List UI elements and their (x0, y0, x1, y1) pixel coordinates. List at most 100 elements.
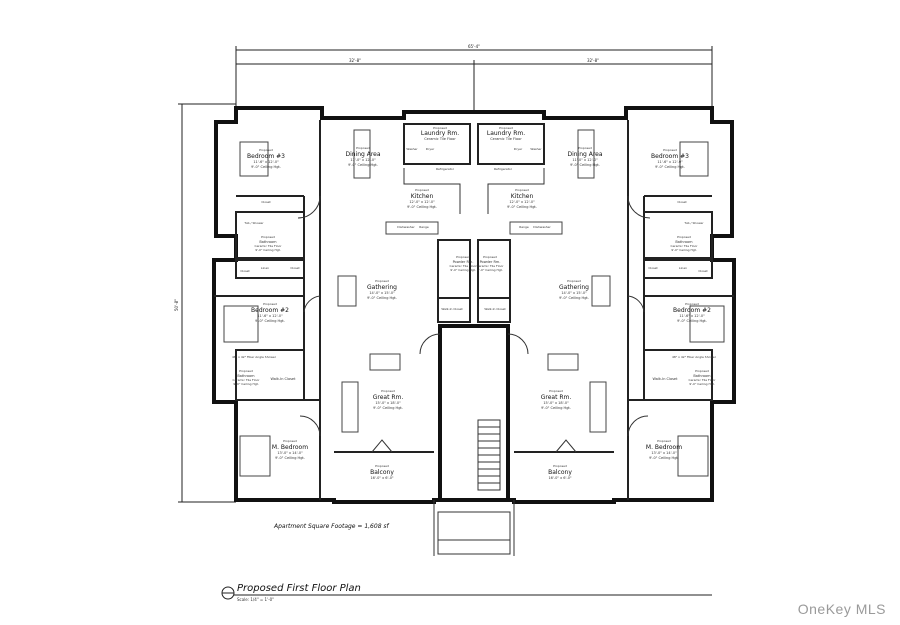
svg-text:Dryer: Dryer (426, 147, 435, 151)
right-width-dim: 32'-8" (587, 58, 599, 63)
svg-text:Balcony: Balcony (370, 469, 394, 476)
room-walk-in-closet-left: Walk-In Closet (271, 377, 297, 381)
svg-text:9'-0" Ceiling Hgt.: 9'-0" Ceiling Hgt. (559, 296, 589, 300)
room-bedroom-2-right: Proposed Bedroom #2 11'-6" x 12'-0" 9'-0… (673, 302, 711, 323)
svg-text:9'-0" Ceiling Hgt.: 9'-0" Ceiling Hgt. (255, 248, 281, 252)
stairs (477, 419, 501, 491)
svg-text:Walk-In Closet: Walk-In Closet (653, 377, 679, 381)
svg-text:9'-0" Ceiling Hgt.: 9'-0" Ceiling Hgt. (367, 296, 397, 300)
room-bathroom-upper-left: Proposed Bathroom Ceramic Tile Floor 9'-… (254, 235, 282, 252)
closet-labels-right: Closet Closet Linen Closet Walk-In Close… (484, 200, 708, 311)
svg-text:Bathroom: Bathroom (259, 240, 277, 244)
title-block: Proposed First Floor Plan Scale: 1/4" = … (221, 583, 712, 602)
svg-text:Proposed: Proposed (549, 389, 563, 393)
svg-text:Proposed: Proposed (263, 302, 277, 306)
room-gathering-left: Proposed Gathering 14'-0" x 15'-0" 9'-0"… (367, 279, 397, 300)
svg-text:14'-0" x 15'-0": 14'-0" x 15'-0" (369, 291, 395, 295)
fixture-labels-right: Tub / Shower 48" x 42" Fiber Angle Showe… (672, 221, 717, 359)
svg-text:Proposed: Proposed (695, 369, 709, 373)
svg-text:Refrigerator: Refrigerator (436, 167, 455, 171)
fixture-labels-left: Tub / Shower 48" x 42" Fiber Angle Showe… (232, 221, 277, 359)
svg-text:9'-0" Ceiling Hgt.: 9'-0" Ceiling Hgt. (570, 163, 600, 167)
svg-text:9'-0" Ceiling Hgt.: 9'-0" Ceiling Hgt. (373, 406, 403, 410)
svg-text:Closet: Closet (698, 269, 708, 273)
room-kitchen-right: Proposed Kitchen 12'-0" x 12'-0" 9'-0" C… (507, 188, 537, 209)
svg-text:11'-6" x 12'-0": 11'-6" x 12'-0" (679, 314, 705, 318)
svg-text:Proposed: Proposed (356, 146, 370, 150)
svg-text:Bathroom: Bathroom (675, 240, 693, 244)
svg-text:9'-0" Ceiling Hgt.: 9'-0" Ceiling Hgt. (233, 382, 259, 386)
svg-text:Bedroom #2: Bedroom #2 (673, 307, 711, 314)
svg-text:Bedroom #3: Bedroom #3 (651, 153, 689, 160)
svg-text:16'-0" x 6'-0": 16'-0" x 6'-0" (548, 476, 571, 480)
svg-text:48" x 42" Fiber Angle Shower: 48" x 42" Fiber Angle Shower (672, 355, 717, 359)
svg-text:Proposed: Proposed (499, 126, 513, 130)
svg-text:Washer: Washer (406, 147, 418, 151)
svg-text:Range: Range (519, 225, 529, 229)
svg-text:Ceramic Tile Floor: Ceramic Tile Floor (449, 264, 477, 268)
svg-text:11'-6" x 12'-0": 11'-6" x 12'-0" (657, 160, 683, 164)
room-dining-area-right: Proposed Dining Area 11'-0" x 12'-0" 9'-… (567, 146, 602, 167)
svg-text:9'-0" Ceiling Hgt.: 9'-0" Ceiling Hgt. (251, 165, 281, 169)
svg-text:Proposed: Proposed (375, 464, 389, 468)
svg-text:Linen: Linen (261, 266, 269, 270)
svg-text:Closet: Closet (261, 200, 271, 204)
svg-text:Proposed: Proposed (456, 255, 470, 259)
svg-text:Proposed: Proposed (283, 439, 297, 443)
square-footage-note: Apartment Square Footage = 1,608 sf (273, 523, 390, 530)
plan-title: Proposed First Floor Plan (237, 583, 361, 594)
svg-text:9'-0" Ceiling Hgt.: 9'-0" Ceiling Hgt. (655, 165, 685, 169)
svg-text:Tub / Shower: Tub / Shower (683, 221, 704, 225)
svg-text:Closet: Closet (648, 266, 658, 270)
room-gathering-right: Proposed Gathering 14'-0" x 15'-0" 9'-0"… (559, 279, 589, 300)
overall-depth-dim: 50'-8" (174, 299, 179, 311)
svg-text:Dishwasher: Dishwasher (397, 225, 415, 229)
svg-text:Range: Range (419, 225, 429, 229)
svg-text:Closet: Closet (240, 269, 250, 273)
room-great-rm-left: Proposed Great Rm. 15'-0" x 18'-0" 9'-0"… (373, 389, 404, 410)
svg-text:Dining Area: Dining Area (345, 151, 380, 158)
svg-text:Closet: Closet (290, 266, 300, 270)
svg-text:Ceramic Tile Floor: Ceramic Tile Floor (688, 378, 716, 382)
svg-text:Proposed: Proposed (259, 148, 273, 152)
svg-text:Walk-In Closet: Walk-In Closet (441, 307, 463, 311)
svg-text:11'-0" x 12'-0": 11'-0" x 12'-0" (350, 158, 376, 162)
right-unit-rooms: Proposed Bedroom #3 11'-6" x 12'-0" 9'-0… (476, 126, 716, 480)
svg-text:48" x 42" Fiber Angle Shower: 48" x 42" Fiber Angle Shower (232, 355, 277, 359)
room-bedroom-3-left: Proposed Bedroom #3 11'-6" x 12'-0" 9'-0… (247, 148, 285, 169)
svg-text:15'-0" x 18'-0": 15'-0" x 18'-0" (375, 401, 401, 405)
svg-text:Proposed: Proposed (433, 126, 447, 130)
dimension-lines: 65'-4" 32'-8" 32'-8" 50'-8" (174, 44, 713, 503)
svg-text:9'-0" Ceiling Hgt.: 9'-0" Ceiling Hgt. (255, 319, 285, 323)
appliance-labels-left: Washer Dryer Refrigerator Dishwasher Ran… (397, 147, 454, 229)
closet-labels-left: Closet Closet Linen Closet Walk-In Close… (240, 200, 463, 311)
svg-text:Proposed: Proposed (567, 279, 581, 283)
svg-text:9'-0" Ceiling Hgt.: 9'-0" Ceiling Hgt. (450, 268, 476, 272)
svg-text:Proposed: Proposed (381, 389, 395, 393)
room-bathroom-upper-right: Proposed Bathroom Ceramic Tile Floor 9'-… (670, 235, 698, 252)
room-bedroom-2-left: Proposed Bedroom #2 11'-6" x 12'-0" 9'-0… (251, 302, 289, 323)
svg-text:Ceramic Tile Floor: Ceramic Tile Floor (476, 264, 504, 268)
svg-text:11'-0" x 12'-0": 11'-0" x 12'-0" (572, 158, 598, 162)
svg-text:9'-0" Ceiling Hgt.: 9'-0" Ceiling Hgt. (275, 456, 305, 460)
svg-text:9'-0" Ceiling Hgt.: 9'-0" Ceiling Hgt. (649, 456, 679, 460)
svg-text:Closet: Closet (677, 200, 687, 204)
watermark: OneKey MLS (797, 601, 886, 617)
svg-text:Ceramic Tile Floor: Ceramic Tile Floor (490, 137, 522, 141)
svg-text:Proposed: Proposed (515, 188, 529, 192)
room-master-bedroom-left: Proposed M. Bedroom 13'-0" x 14'-0" 9'-0… (272, 439, 308, 460)
svg-text:M. Bedroom: M. Bedroom (272, 444, 308, 451)
room-walk-in-closet-right: Walk-In Closet (653, 377, 679, 381)
svg-text:11'-6" x 12'-0": 11'-6" x 12'-0" (257, 314, 283, 318)
svg-text:9'-0" Ceiling Hgt.: 9'-0" Ceiling Hgt. (671, 248, 697, 252)
furniture (223, 129, 725, 477)
room-balcony-left: Proposed Balcony 16'-0" x 6'-0" (370, 464, 394, 480)
svg-text:Ceramic Tile Floor: Ceramic Tile Floor (232, 378, 260, 382)
room-dining-area-left: Proposed Dining Area 11'-0" x 12'-0" 9'-… (345, 146, 380, 167)
room-great-rm-right: Proposed Great Rm. 15'-0" x 18'-0" 9'-0"… (541, 389, 572, 410)
room-laundry-right: Proposed Laundry Rm. Ceramic Tile Floor (487, 126, 525, 141)
svg-text:Proposed: Proposed (415, 188, 429, 192)
svg-text:Proposed: Proposed (375, 279, 389, 283)
svg-text:Proposed: Proposed (677, 235, 691, 239)
